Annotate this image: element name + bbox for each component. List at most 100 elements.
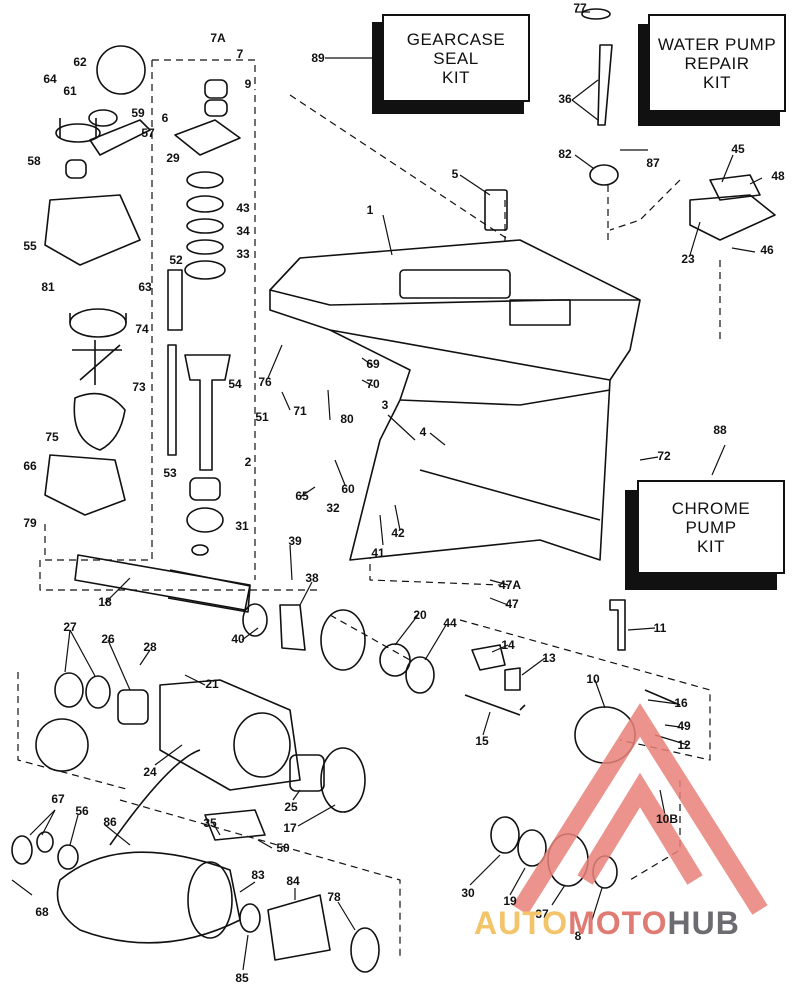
callout-12: 12	[677, 738, 691, 752]
callout-88: 88	[713, 423, 727, 437]
callout-72: 72	[657, 449, 671, 463]
callout-7: 7	[237, 47, 244, 61]
callout-41: 41	[371, 546, 385, 560]
callout-37: 37	[535, 907, 549, 921]
callout-74: 74	[135, 322, 149, 336]
callout-33: 33	[236, 247, 250, 261]
kit-88-line3: KIT	[697, 536, 725, 556]
callout-30: 30	[461, 886, 475, 900]
callout-70: 70	[366, 377, 380, 391]
callout-66: 66	[23, 459, 37, 473]
callout-16: 16	[674, 696, 688, 710]
callout-54: 54	[228, 377, 242, 391]
callout-75: 75	[45, 430, 59, 444]
callout-62: 62	[73, 55, 87, 69]
callout-39: 39	[288, 534, 302, 548]
gearcase-seal-kit-box: GEARCASE SEAL KIT	[372, 14, 532, 114]
kit-88-line2: PUMP	[685, 517, 737, 537]
callout-50: 50	[276, 841, 290, 855]
callout-34: 34	[236, 224, 250, 238]
callout-3: 3	[382, 398, 389, 412]
thermostat-cover-assembly	[484, 8, 776, 241]
callout-80: 80	[340, 412, 354, 426]
callout-55: 55	[23, 239, 37, 253]
callout-49: 49	[677, 719, 691, 733]
callout-19: 19	[503, 894, 517, 908]
callout-84: 84	[286, 874, 300, 888]
chrome-pump-kit-box: CHROME PUMP KIT	[625, 480, 785, 590]
callout-86: 86	[103, 815, 117, 829]
water-pump-assembly	[44, 109, 151, 516]
callout-43: 43	[236, 201, 250, 215]
callout-36: 36	[558, 92, 572, 106]
water-pump-repair-kit-box: WATER PUMP REPAIR KIT	[638, 14, 788, 126]
callout-56: 56	[75, 804, 89, 818]
callout-57: 57	[141, 126, 155, 140]
callout-40: 40	[231, 632, 245, 646]
callout-63: 63	[138, 280, 152, 294]
callout-64: 64	[43, 72, 57, 86]
propeller-shaft-assembly	[54, 554, 618, 889]
callout-85: 85	[235, 971, 249, 985]
callout-14: 14	[501, 638, 515, 652]
kit-89-line1: GEARCASE	[406, 29, 506, 49]
callout-69: 69	[366, 357, 380, 371]
callout-21: 21	[205, 677, 219, 691]
callout-10: 10	[586, 672, 600, 686]
callout-71: 71	[293, 404, 307, 418]
callout-28: 28	[143, 640, 157, 654]
callout-27: 27	[63, 620, 77, 634]
callout-58: 58	[27, 154, 41, 168]
watermark-logo: AUTOMOTOHUB	[474, 905, 740, 942]
callout-25: 25	[284, 800, 298, 814]
kit-87-line2: REPAIR	[684, 53, 750, 73]
callout-46: 46	[760, 243, 774, 257]
callout-8: 8	[575, 929, 582, 943]
callout-67: 67	[51, 792, 65, 806]
callout-31: 31	[235, 519, 249, 533]
callout-78: 78	[327, 890, 341, 904]
callout-38: 38	[305, 571, 319, 585]
watermark-part3: HUB	[667, 905, 740, 941]
callout-89: 89	[311, 51, 325, 65]
callout-4: 4	[420, 425, 427, 439]
leader-lines	[11, 11, 763, 971]
kit-88-line1: CHROME	[671, 498, 751, 518]
detail-circle-bottom	[35, 718, 89, 772]
driveshaft-assembly	[167, 79, 241, 556]
callout-82: 82	[558, 147, 572, 161]
detail-circle-top	[96, 45, 146, 95]
callout-11: 11	[654, 621, 667, 635]
callout-15: 15	[475, 734, 489, 748]
callout-9: 9	[245, 77, 252, 91]
watermark-triangle	[512, 703, 768, 915]
callout-26: 26	[101, 632, 115, 646]
callout-59: 59	[131, 106, 145, 120]
callout-24: 24	[143, 765, 157, 779]
watermark-part2: MOTO	[568, 905, 668, 941]
watermark-part1: AUTO	[474, 905, 569, 941]
callout-81: 81	[41, 280, 55, 294]
callout-60: 60	[341, 482, 355, 496]
callout-77: 77	[573, 1, 587, 15]
callout-35: 35	[203, 816, 217, 830]
callout-83: 83	[251, 868, 265, 882]
callout-87: 87	[646, 156, 660, 170]
callout-20: 20	[413, 608, 427, 622]
callout-73: 73	[132, 380, 146, 394]
callout-44: 44	[443, 616, 457, 630]
callout-45: 45	[731, 142, 745, 156]
kit-89-line3: KIT	[442, 67, 470, 87]
callout-32: 32	[326, 501, 340, 515]
callout-52: 52	[169, 253, 183, 267]
gearcase-housing	[269, 239, 641, 561]
callout-7A: 7A	[210, 31, 226, 45]
callout-23: 23	[681, 252, 695, 266]
callout-65: 65	[295, 489, 309, 503]
callout-79: 79	[23, 516, 37, 530]
kit-87-line3: KIT	[703, 72, 731, 92]
callout-68: 68	[35, 905, 49, 919]
